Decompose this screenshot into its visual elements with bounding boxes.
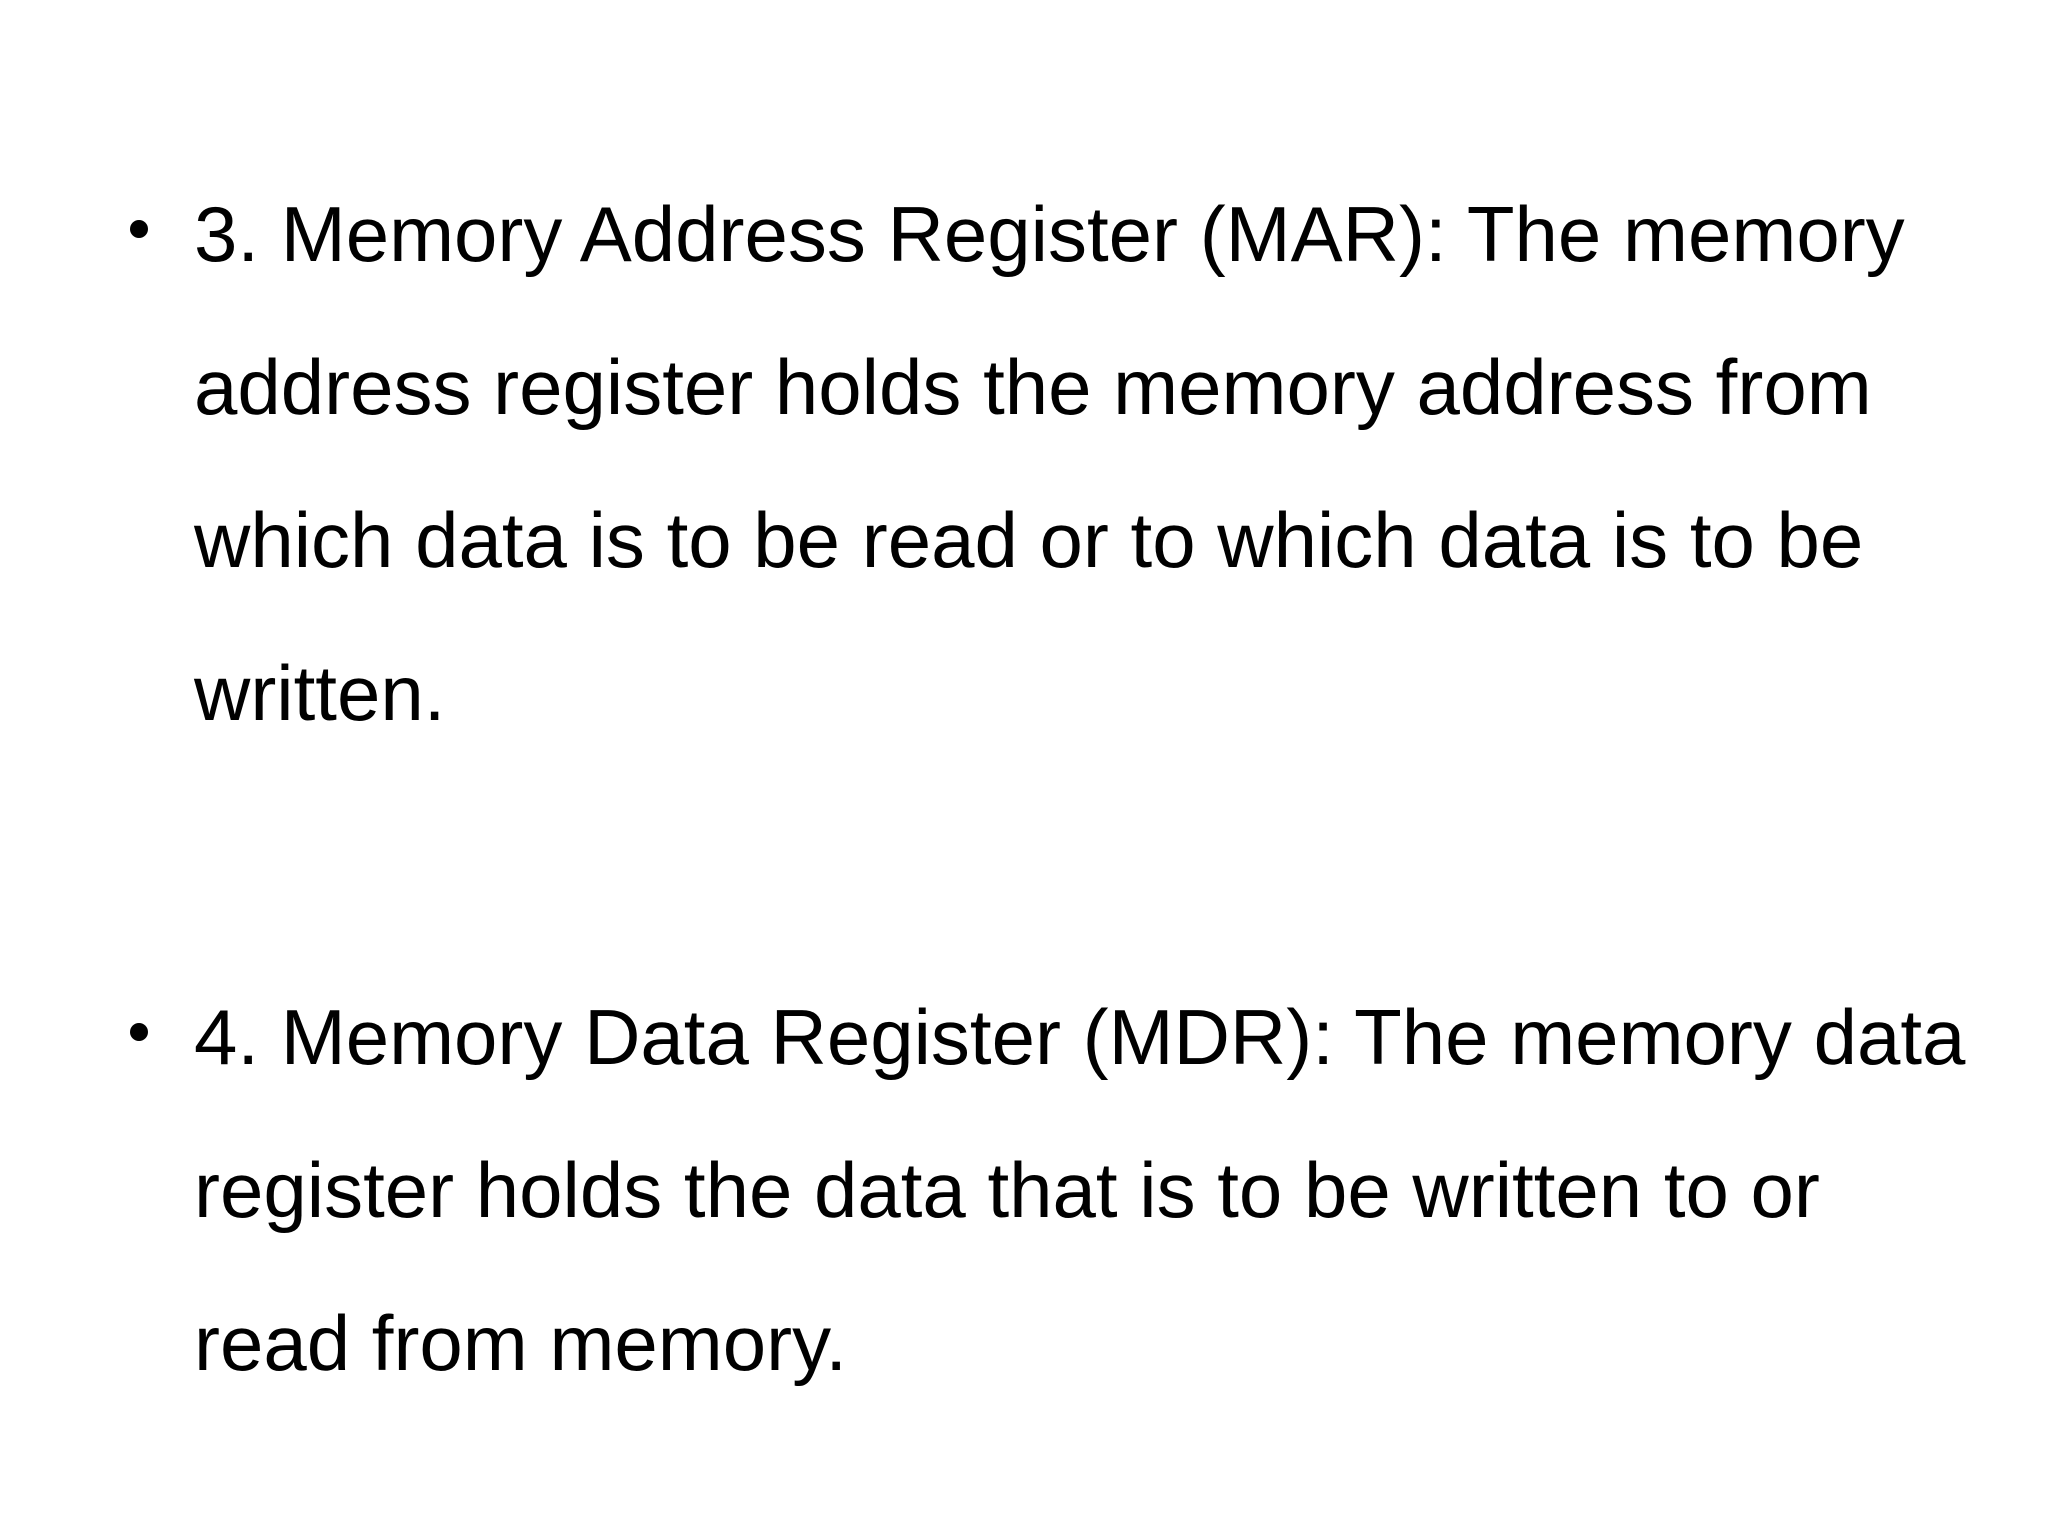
bullet-list: 3. Memory Address Register (MAR): The me… <box>120 158 1980 1420</box>
bullet-dot-icon <box>130 1023 148 1041</box>
bullet-dot-icon <box>130 220 148 238</box>
bullet-item-mar: 3. Memory Address Register (MAR): The me… <box>120 158 1980 770</box>
bullet-text-mdr: 4. Memory Data Register (MDR): The memor… <box>194 993 1966 1387</box>
bullet-text-mar: 3. Memory Address Register (MAR): The me… <box>194 190 1905 737</box>
bullet-item-mdr: 4. Memory Data Register (MDR): The memor… <box>120 961 1980 1420</box>
